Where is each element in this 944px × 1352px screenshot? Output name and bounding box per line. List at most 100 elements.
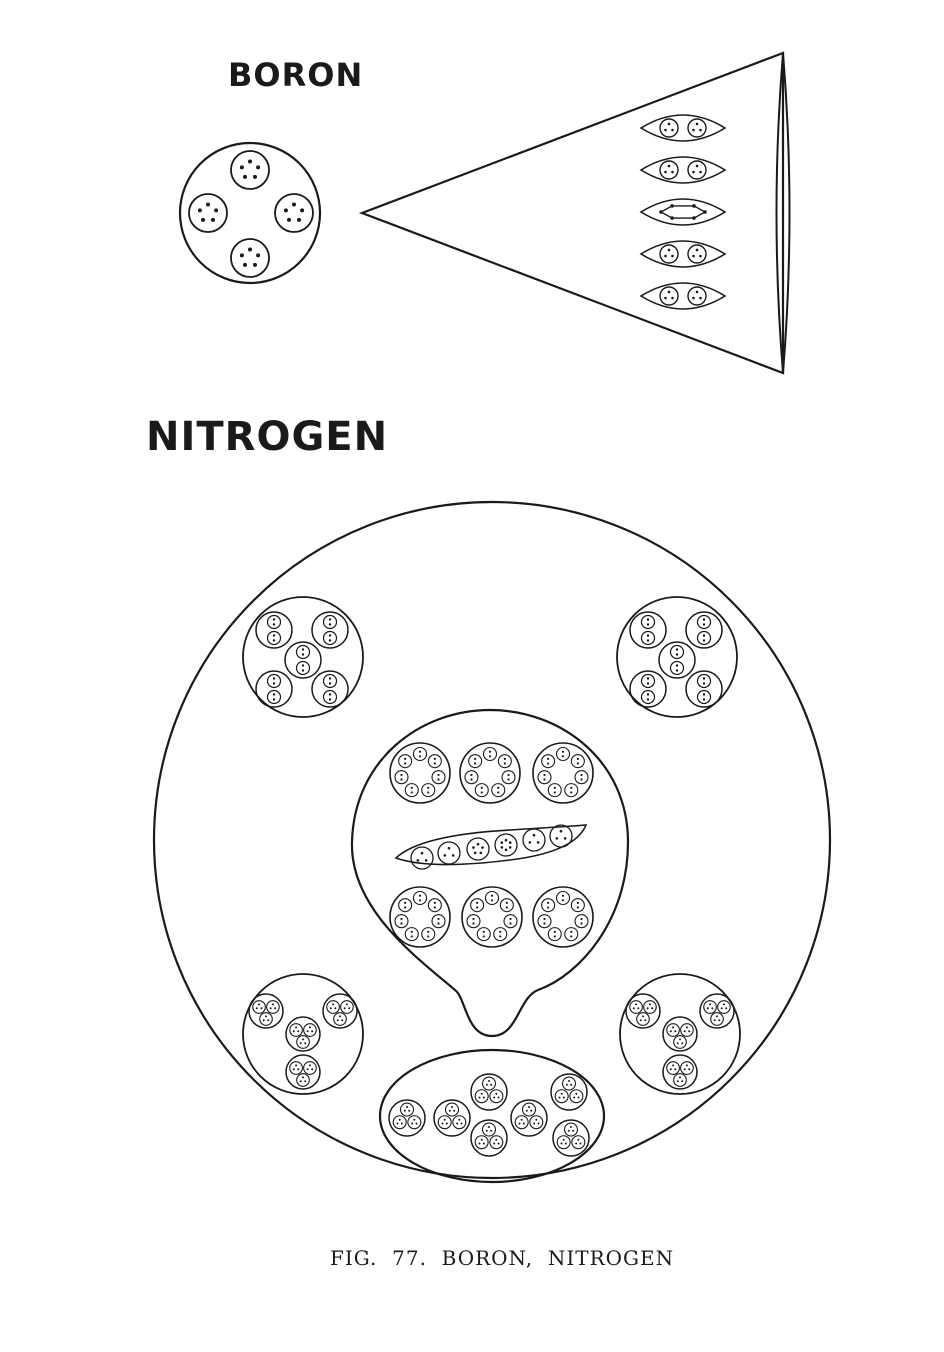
dot	[547, 901, 550, 904]
dot	[537, 1122, 540, 1125]
oval-cell	[530, 1116, 543, 1129]
boron-group-circle	[231, 239, 269, 277]
rosette-cell	[542, 755, 555, 768]
dot	[575, 1142, 578, 1145]
dot	[580, 917, 583, 921]
dot	[243, 174, 248, 179]
pair-cell	[642, 632, 655, 645]
dot	[415, 1122, 418, 1125]
dot	[560, 1142, 563, 1145]
rosette-circle	[533, 743, 593, 803]
dot	[670, 204, 674, 208]
dot	[576, 762, 579, 765]
boron-body-circle	[180, 143, 320, 283]
dot	[197, 208, 202, 213]
dot	[632, 1007, 635, 1010]
triad-cell	[297, 1036, 310, 1049]
dot	[674, 1068, 677, 1071]
dot	[308, 1064, 311, 1067]
oval-cell	[572, 1136, 585, 1149]
dot	[239, 165, 244, 170]
dot	[410, 930, 413, 933]
dot	[671, 170, 674, 174]
dot	[210, 217, 215, 222]
dot	[699, 170, 702, 174]
dot	[448, 1109, 451, 1112]
dot	[334, 1007, 337, 1010]
oval-cell	[490, 1090, 503, 1103]
nitrogen-triad-circle	[249, 994, 283, 1028]
pair-cell	[324, 691, 337, 704]
triad-cell	[267, 1001, 280, 1014]
nitrogen-sphere	[617, 597, 737, 717]
dot	[671, 296, 674, 300]
dot	[576, 901, 579, 904]
dot	[702, 639, 706, 642]
dot	[410, 791, 413, 794]
triad-cell	[334, 1013, 347, 1026]
nitrogen-triad-circle	[663, 1017, 697, 1051]
dot	[505, 901, 508, 904]
rosette-cell	[542, 899, 555, 912]
dot	[667, 290, 671, 294]
dot	[396, 1122, 399, 1125]
nitrogen-sub-circle	[686, 671, 722, 707]
dot	[646, 682, 650, 685]
dot	[672, 1026, 675, 1029]
dot	[424, 859, 428, 862]
dot	[239, 253, 244, 258]
dot	[311, 1030, 314, 1033]
dot	[272, 682, 276, 685]
dot	[336, 1019, 339, 1022]
dot	[646, 677, 650, 680]
nitrogen-body-circle	[154, 502, 830, 1178]
dot	[427, 791, 430, 794]
dot	[504, 848, 508, 852]
pair-cell	[698, 691, 711, 704]
dot	[504, 838, 508, 842]
dot	[328, 693, 332, 696]
dot	[699, 296, 702, 300]
dot	[472, 917, 475, 921]
triad-cell	[341, 1001, 354, 1014]
nitrogen-diagram	[154, 502, 830, 1182]
pair-cell	[642, 616, 655, 629]
dot	[328, 634, 332, 637]
dot	[295, 1064, 298, 1067]
triad-cell	[674, 1074, 687, 1087]
rosette-cell	[399, 899, 412, 912]
dot	[695, 164, 699, 168]
dot	[679, 1038, 681, 1041]
dot	[648, 1003, 651, 1006]
dot	[667, 164, 671, 168]
triad-cell	[290, 1024, 303, 1037]
dot	[577, 1138, 580, 1141]
triad-cell	[667, 1062, 680, 1075]
dot	[577, 1096, 580, 1099]
nitrogen-lower-oval-contents	[389, 1074, 589, 1156]
rosette-cell	[565, 784, 578, 797]
rosette-cell	[395, 771, 408, 784]
dot	[295, 1026, 298, 1029]
dot	[702, 698, 706, 701]
oval-cell	[565, 1123, 578, 1136]
dot	[580, 773, 583, 777]
dot	[476, 906, 479, 909]
dot	[570, 786, 573, 789]
dot	[508, 841, 512, 844]
boron-diagram	[180, 53, 790, 373]
dot	[292, 1068, 295, 1071]
dot	[410, 786, 413, 789]
dot	[683, 1068, 686, 1071]
dot	[703, 210, 707, 214]
dot	[509, 917, 512, 921]
dot	[547, 762, 550, 765]
triad-cell	[681, 1024, 694, 1037]
oval-triad-circle	[553, 1120, 589, 1156]
triad-cell	[290, 1062, 303, 1075]
dot	[672, 1064, 675, 1067]
dot	[500, 841, 504, 844]
dot	[503, 757, 506, 760]
dot	[493, 1096, 496, 1099]
dot	[709, 1003, 712, 1006]
